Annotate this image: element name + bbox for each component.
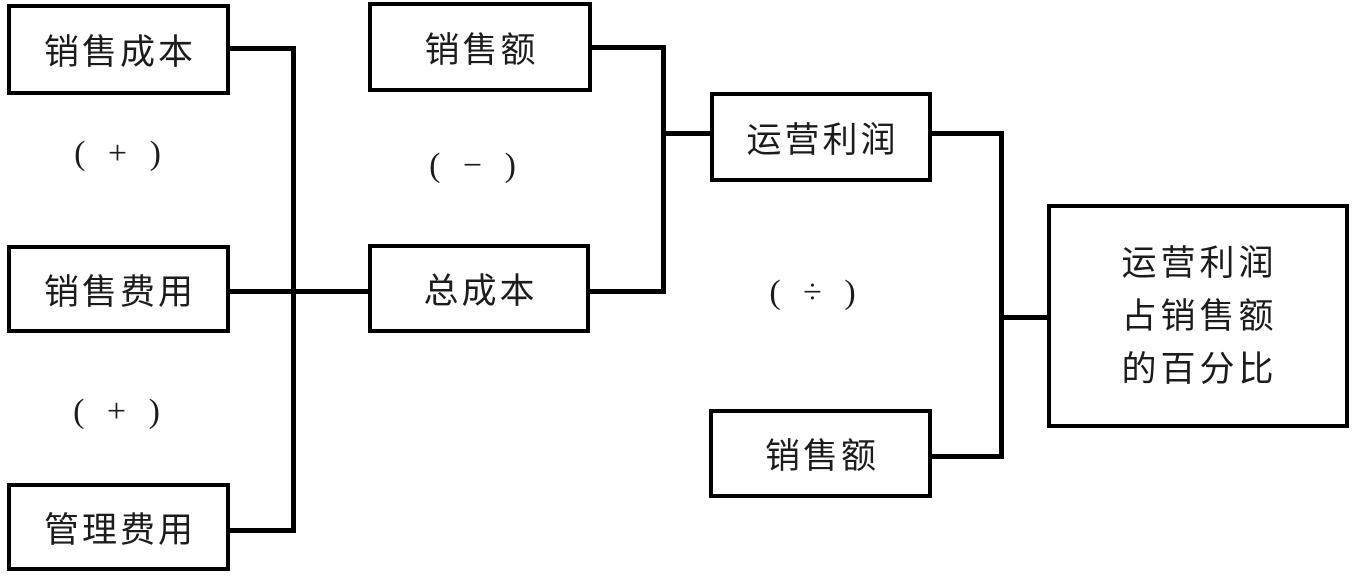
box-sales-top-label: 销售额	[424, 30, 539, 70]
connector-to-result-h	[999, 315, 1047, 320]
box-sales-top: 销售额	[368, 2, 592, 92]
box-result-line-3: 的百分比	[1121, 349, 1278, 389]
box-operating-profit: 运营利润	[710, 92, 932, 182]
operator-minus: ( − )	[429, 147, 523, 184]
operator-plus-2: ( + )	[73, 393, 167, 430]
box-cost-of-sales: 销售成本	[7, 4, 230, 95]
connector-sales-bottom-h	[932, 454, 1004, 459]
box-total-cost: 总成本	[368, 244, 590, 333]
connector-to-operating-profit-h	[661, 131, 710, 136]
box-operating-profit-label: 运营利润	[746, 120, 899, 160]
connector-admin-exp-h	[230, 528, 296, 533]
box-selling-expenses-label: 销售费用	[43, 272, 196, 312]
connector-total-cost-h	[590, 289, 666, 294]
connector-right-vertical	[999, 131, 1004, 459]
connector-sales-top-h	[592, 45, 666, 50]
connector-operating-profit-h	[932, 131, 1004, 136]
box-result-line-1: 运营利润	[1121, 243, 1278, 283]
operator-plus-1: ( + )	[74, 135, 168, 172]
connector-middle-vertical	[661, 45, 666, 294]
box-sales-bottom-label: 销售额	[764, 437, 879, 476]
box-operating-profit-percentage: 运营利润 占销售额 的百分比	[1047, 204, 1349, 428]
box-admin-expenses: 管理费用	[7, 483, 230, 571]
box-total-cost-label: 总成本	[423, 272, 538, 311]
box-selling-expenses: 销售费用	[7, 245, 230, 333]
box-admin-expenses-label: 管理费用	[43, 510, 196, 550]
box-result-line-2: 占销售额	[1121, 296, 1278, 336]
connector-selling-exp-to-total-cost-h	[230, 289, 368, 294]
connector-cost-of-sales-h	[230, 46, 296, 51]
operator-divide: ( ÷ )	[769, 274, 863, 311]
box-sales-bottom: 销售额	[709, 409, 932, 498]
box-cost-of-sales-label: 销售成本	[43, 33, 196, 72]
